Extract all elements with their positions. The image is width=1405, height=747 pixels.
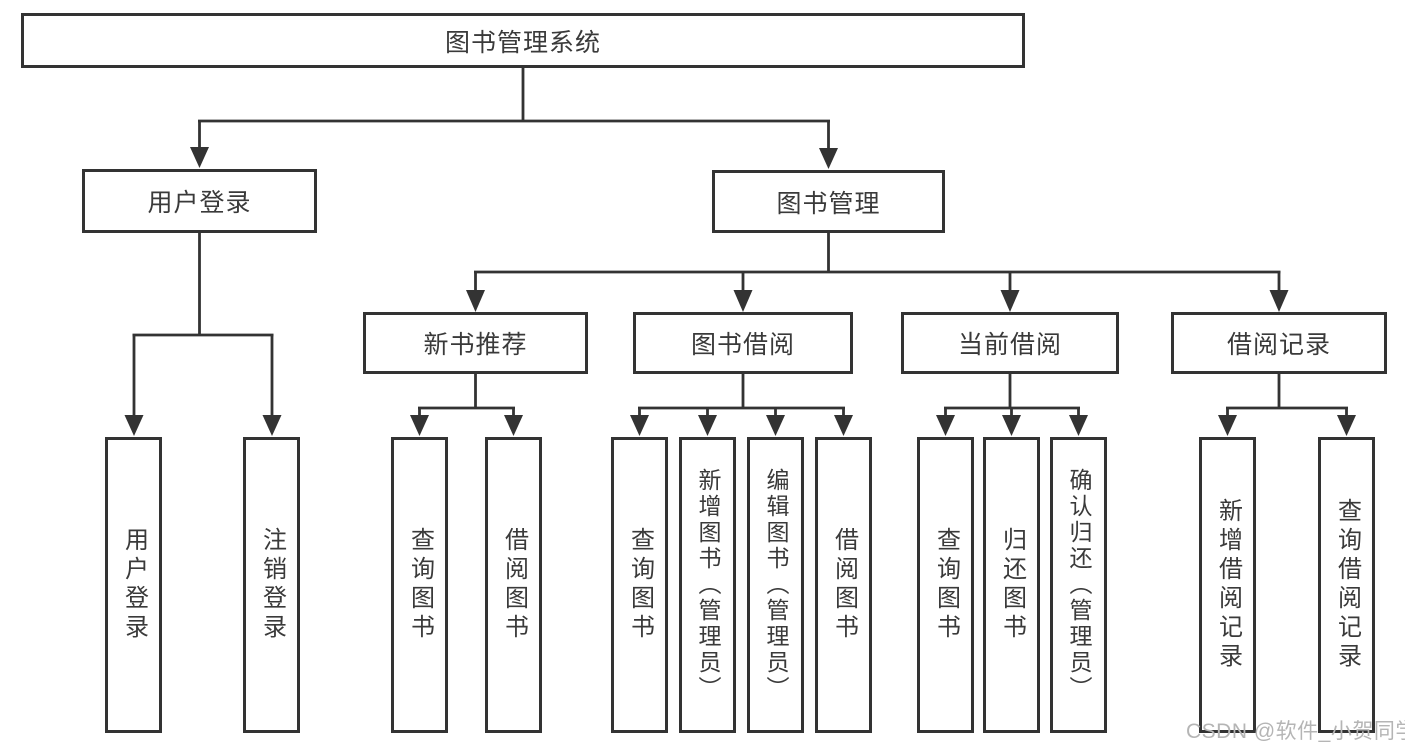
leaf-borrow-book-borrowing: 借阅图书 [815,437,872,733]
connector-new-book-recommend [410,374,523,436]
connector-book-borrowing [630,374,853,436]
leaf-query-borrow-record: 查询借阅记录 [1318,437,1375,733]
node-user-login-branch-label: 用户登录 [147,189,252,217]
leaf-logout: 注销登录 [243,437,300,733]
connector-book-management [466,233,1289,312]
leaf-borrow-book-borrowing-label: 借阅图书 [830,527,858,643]
leaf-confirm-return-admin: 确认归还（管理员） [1050,437,1107,733]
node-user-login-branch: 用户登录 [82,169,317,233]
connector-current-borrowing [936,374,1088,436]
connector-user-login [124,233,282,436]
node-borrowing-records-label: 借阅记录 [1226,331,1331,359]
leaf-add-borrow-record: 新增借阅记录 [1199,437,1256,733]
leaf-return-book: 归还图书 [983,437,1040,733]
leaf-query-book-current-label: 查询图书 [932,527,960,643]
leaf-edit-book-admin-label: 编辑图书（管理员） [763,468,789,702]
csdn-watermark: CSDN @软件_小贺同学 [1186,720,1405,743]
leaf-return-book-label: 归还图书 [998,527,1026,643]
leaf-borrow-book-recommend-label: 借阅图书 [500,527,528,643]
node-new-book-recommend: 新书推荐 [363,312,588,374]
leaf-query-book-current: 查询图书 [917,437,974,733]
leaf-edit-book-admin: 编辑图书（管理员） [747,437,804,733]
leaf-logout-label: 注销登录 [258,527,286,643]
node-book-borrowing-label: 图书借阅 [690,331,795,359]
node-book-borrowing: 图书借阅 [633,312,853,374]
leaf-query-book-recommend: 查询图书 [391,437,448,733]
node-current-borrowing-label: 当前借阅 [957,331,1062,359]
leaf-user-login-label: 用户登录 [120,527,148,643]
leaf-query-book-recommend-label: 查询图书 [406,527,434,643]
leaf-query-borrow-record-label: 查询借阅记录 [1333,498,1361,672]
node-library-system: 图书管理系统 [21,13,1025,68]
leaf-confirm-return-admin-label: 确认归还（管理员） [1066,468,1092,702]
node-borrowing-records: 借阅记录 [1171,312,1387,374]
leaf-add-borrow-record-label: 新增借阅记录 [1214,498,1242,672]
leaf-query-book-borrowing: 查询图书 [611,437,668,733]
node-book-management-label: 图书管理 [776,189,881,218]
node-book-management: 图书管理 [712,170,945,233]
leaf-add-book-admin-label: 新增图书（管理员） [695,468,721,702]
leaf-user-login: 用户登录 [105,437,162,733]
connector-root [190,68,838,169]
node-library-system-label: 图书管理系统 [444,28,601,57]
connector-borrowing-records [1218,374,1356,436]
leaf-borrow-book-recommend: 借阅图书 [485,437,542,733]
node-new-book-recommend-label: 新书推荐 [423,331,528,359]
node-current-borrowing: 当前借阅 [901,312,1119,374]
leaf-query-book-borrowing-label: 查询图书 [626,527,654,643]
leaf-add-book-admin: 新增图书（管理员） [679,437,736,733]
